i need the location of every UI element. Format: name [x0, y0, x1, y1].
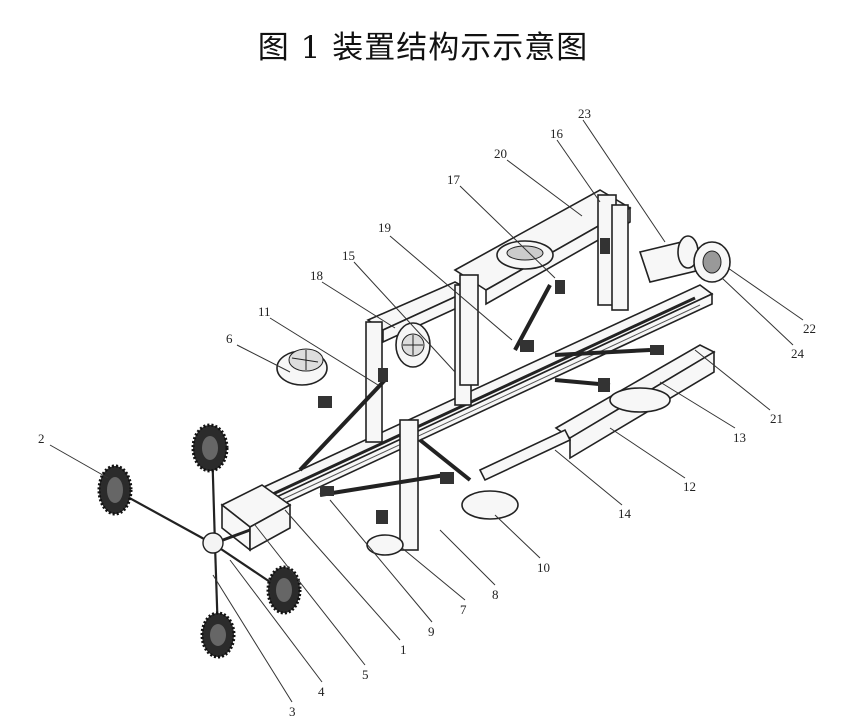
wheel-6 — [276, 348, 328, 386]
label-2: 2 — [38, 431, 45, 446]
beam-rail — [259, 296, 696, 502]
saw-gear-right — [266, 565, 302, 615]
wheel-7 — [366, 534, 404, 556]
label-18: 18 — [310, 268, 323, 283]
arm-left — [114, 489, 216, 546]
label-14: 14 — [618, 506, 632, 521]
label-4: 4 — [318, 684, 325, 699]
label-22: 22 — [803, 321, 816, 336]
upper-post-right-2 — [611, 204, 629, 311]
label-8: 8 — [492, 587, 499, 602]
label-13: 13 — [733, 430, 746, 445]
label-5: 5 — [362, 667, 369, 682]
brackets — [318, 238, 664, 524]
label-15: 15 — [342, 248, 355, 263]
label-23: 23 — [578, 106, 591, 121]
arm-hub — [202, 532, 224, 554]
wheel-12 — [609, 387, 671, 413]
wheel-15 — [395, 322, 431, 368]
label-12: 12 — [683, 479, 696, 494]
label-21: 21 — [770, 411, 783, 426]
label-19: 19 — [378, 220, 391, 235]
saw-gear-top — [191, 423, 229, 473]
label-17: 17 — [447, 172, 461, 187]
label-24: 24 — [791, 346, 805, 361]
wheel-20 — [496, 240, 554, 270]
label-6: 6 — [226, 331, 233, 346]
lower-rail — [478, 428, 572, 482]
label-7: 7 — [460, 602, 467, 617]
saw-gear-bottom — [200, 611, 236, 659]
label-20: 20 — [494, 146, 507, 161]
leader-lines — [49, 119, 804, 703]
label-3: 3 — [289, 704, 296, 719]
label-1: 1 — [400, 642, 407, 657]
gearbox-right — [249, 503, 291, 552]
wheel-10 — [461, 490, 519, 520]
label-11: 11 — [258, 304, 271, 319]
figure-title: 图 1 装置结构示示意图 — [257, 30, 589, 66]
label-16: 16 — [550, 126, 564, 141]
upper-post-left — [459, 274, 479, 386]
label-10: 10 — [537, 560, 550, 575]
center-post — [399, 419, 419, 551]
saw-gear-left — [97, 464, 133, 516]
struts — [298, 284, 651, 497]
label-9: 9 — [428, 624, 435, 639]
upper-frame-side — [485, 206, 631, 306]
